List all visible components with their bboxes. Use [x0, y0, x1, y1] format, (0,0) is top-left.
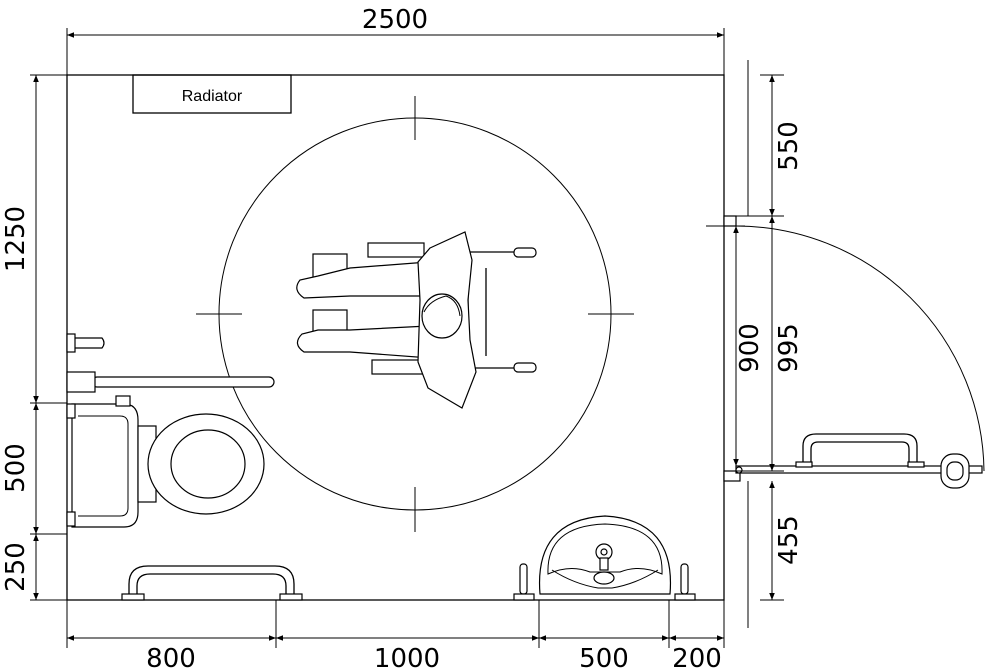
dim-left-upper: 1250 — [1, 206, 31, 272]
basin-tap-spout — [599, 557, 609, 571]
wall-rail-upper-mount — [66, 333, 76, 353]
hair — [423, 295, 461, 317]
radiator: Radiator — [132, 74, 292, 114]
door-handle-mount-left — [795, 461, 813, 468]
wheelchair-footrest-bottom — [312, 309, 348, 333]
basin-tap-inner — [600, 548, 608, 556]
basin-bowl — [551, 569, 659, 589]
door-pull-handle — [802, 433, 918, 466]
door-lever-inner — [946, 461, 964, 481]
turning-circle — [196, 96, 634, 532]
wheelchair-handle-bottom — [513, 362, 537, 373]
bottom-grab-rail-mount-right — [279, 593, 303, 601]
turning-circle-outline — [218, 117, 612, 511]
door — [735, 225, 985, 489]
dim-bottom-4: 200 — [672, 644, 722, 671]
wall-rail-upper — [69, 337, 105, 349]
toilet-flush-top — [115, 395, 131, 407]
dim-bottom-3: 500 — [579, 644, 629, 671]
wash-basin — [513, 515, 696, 601]
basin-drain — [593, 571, 615, 585]
dimensions: 2500 1250 500 250 800 1000 500 200 550 9… — [1, 5, 804, 671]
wheelchair-user-figure — [296, 231, 537, 409]
door-swing-arc — [735, 225, 985, 472]
toilet-bowl — [170, 429, 246, 499]
basin-rail-right-mount — [674, 593, 696, 601]
leg-lower — [296, 325, 441, 359]
door-handle-mount-right — [907, 461, 925, 468]
wheelchair-frame — [467, 251, 520, 369]
door-pull-handle-inner — [810, 441, 910, 466]
toilet-area — [66, 333, 275, 528]
dim-right-lower: 455 — [774, 515, 804, 565]
dim-bottom-2: 1000 — [374, 644, 440, 671]
radiator-body — [132, 74, 292, 114]
basin-rail-left-mount — [513, 593, 535, 601]
wheelchair-handle-top — [513, 247, 537, 258]
fold-down-rail-bracket — [66, 371, 96, 393]
head — [421, 293, 463, 339]
dim-right-upper: 550 — [774, 121, 804, 171]
basin-rail-right — [680, 563, 689, 595]
bottom-grab-rail — [121, 565, 303, 601]
basin-inner — [547, 523, 663, 575]
radiator-label: Radiator — [182, 88, 243, 105]
bottom-grab-rail-inner — [136, 573, 287, 594]
bottom-grab-rail-mount-left — [121, 593, 145, 601]
door-jamb-upper — [723, 215, 737, 227]
toilet-cistern-mount-top — [66, 403, 76, 419]
fold-down-rail — [91, 376, 275, 388]
dim-door-total: 995 — [774, 323, 804, 373]
dim-door-opening: 900 — [735, 323, 765, 373]
dim-left-lower: 250 — [1, 542, 31, 592]
basin-rail-left — [519, 563, 528, 595]
bottom-grab-rail-bar — [128, 565, 295, 594]
toilet-cistern-mount-bottom — [66, 511, 76, 527]
dim-overall-width: 2500 — [362, 5, 428, 35]
dim-bottom-1: 800 — [146, 644, 196, 671]
dim-left-middle: 500 — [1, 443, 31, 493]
wheelchair-wheel-top — [367, 242, 425, 258]
leg-upper — [296, 261, 441, 299]
door-hinge — [735, 466, 743, 474]
toilet-cistern-inner — [78, 415, 129, 517]
